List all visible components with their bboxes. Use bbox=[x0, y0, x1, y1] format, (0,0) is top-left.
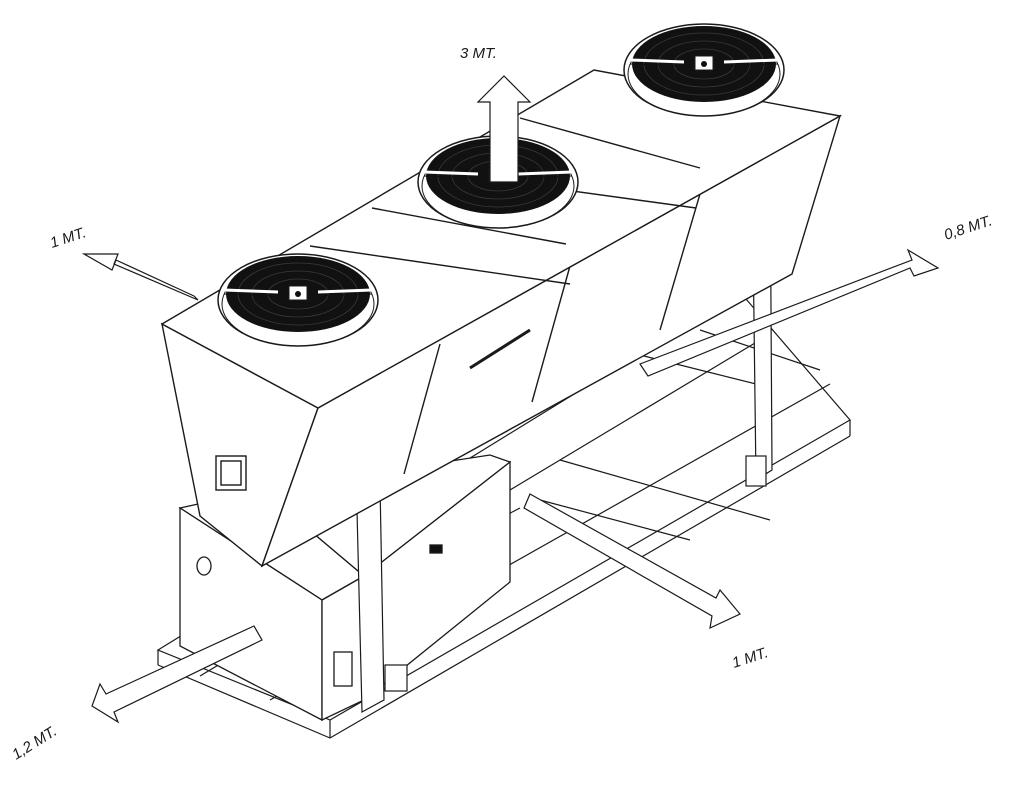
fan-left bbox=[216, 252, 380, 348]
arrow-front-right-icon bbox=[523, 493, 741, 630]
clearance-label-right: 0,8 MT. bbox=[942, 212, 994, 243]
clearance-label-front-right: 1 MT. bbox=[730, 644, 770, 672]
arrow-right-icon bbox=[639, 248, 940, 377]
arrow-left-icon bbox=[81, 253, 199, 301]
clearance-label-top: 3 MT. bbox=[460, 45, 497, 62]
clearance-label-front-left: 1,2 MT. bbox=[9, 723, 60, 764]
fan-right bbox=[622, 22, 786, 118]
arrow-front-left-icon bbox=[91, 625, 263, 724]
clearance-label-left: 1 MT. bbox=[48, 224, 88, 252]
arrow-top-icon bbox=[476, 75, 532, 183]
